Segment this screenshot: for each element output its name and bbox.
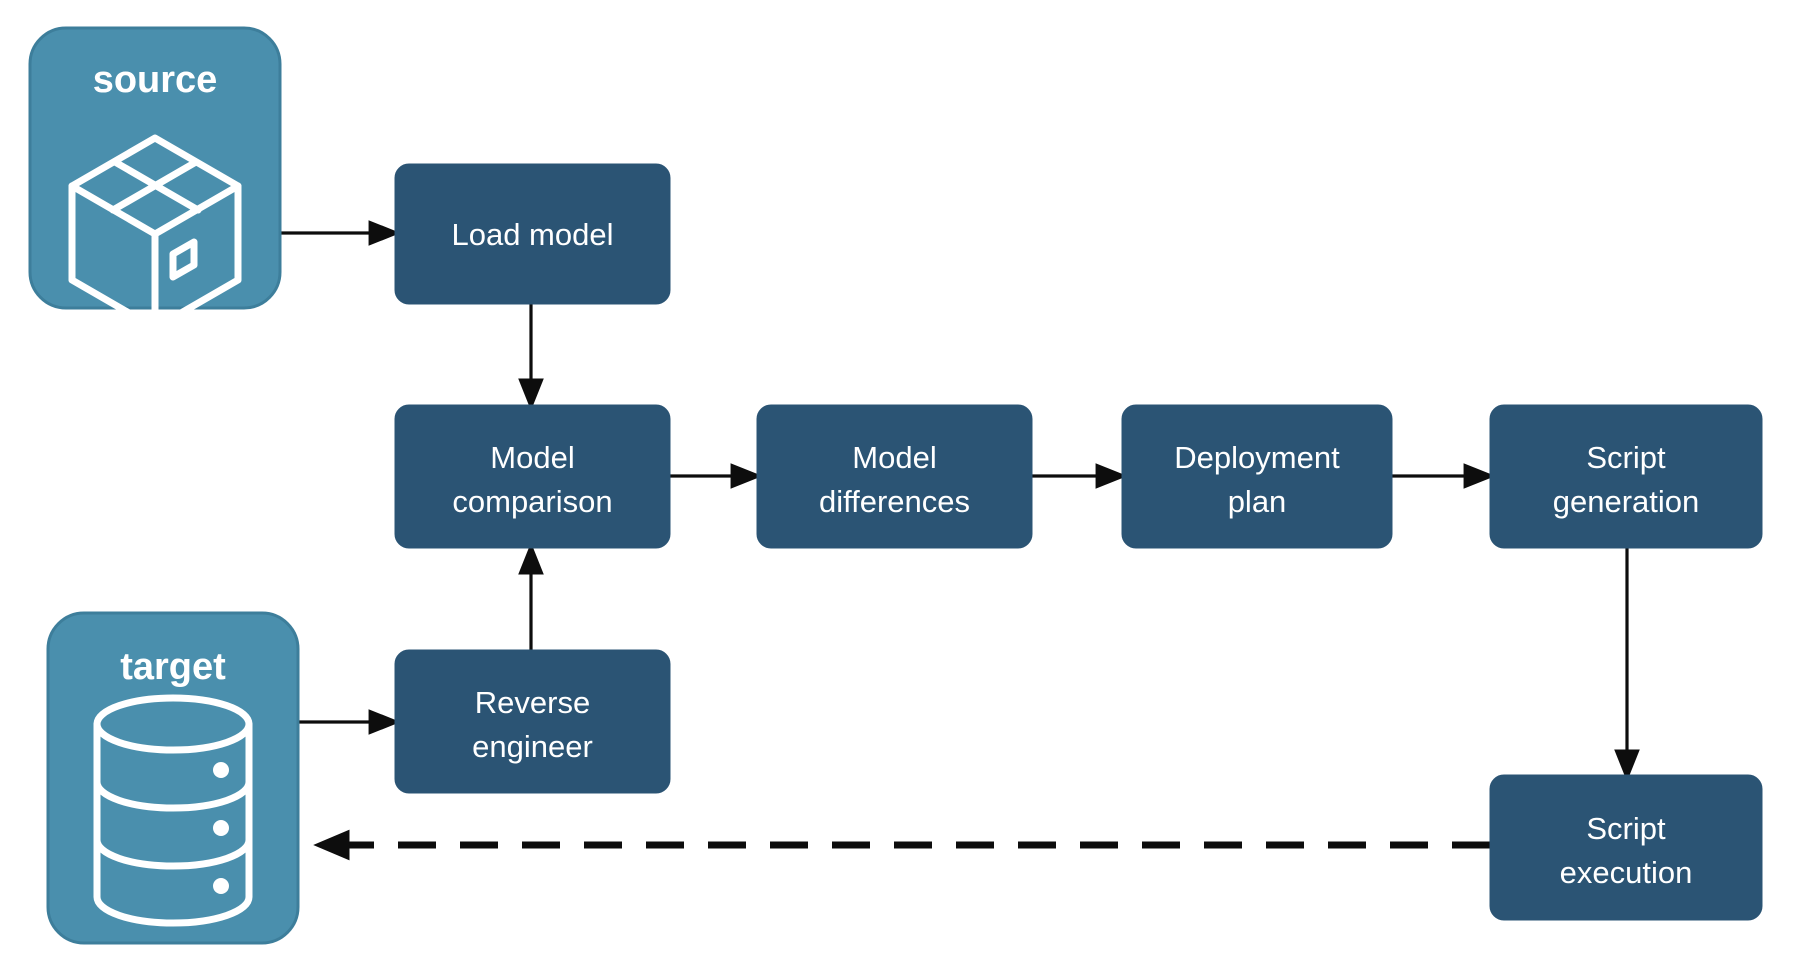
process-box-model-differences[interactable]: Model differences: [756, 404, 1033, 549]
process-box-script-generation[interactable]: Script generation: [1489, 404, 1763, 549]
package-box-icon: [68, 134, 242, 332]
target-card-background: [46, 611, 300, 945]
script-generation-background: [1489, 404, 1763, 549]
database-cylinder-icon: [93, 694, 253, 927]
reverse-engineer-background: [394, 649, 671, 794]
endpoint-card-source[interactable]: source: [28, 26, 282, 332]
deployment-plan-label-line-1: Deployment: [1174, 440, 1340, 475]
script-execution-label-line-2: execution: [1560, 855, 1693, 890]
database-dot-3: [213, 878, 229, 894]
process-box-model-comparison[interactable]: Model comparison: [394, 404, 671, 549]
reverse-engineer-label-line-2: engineer: [472, 729, 593, 764]
source-card-label: source: [93, 59, 218, 101]
database-dot-2: [213, 820, 229, 836]
model-differences-label-line-2: differences: [819, 484, 970, 519]
connector-layer: [280, 220, 1640, 861]
reverse-engineer-label-line-1: Reverse: [475, 685, 590, 720]
script-generation-label-line-2: generation: [1553, 484, 1700, 519]
script-execution-label-line-1: Script: [1586, 811, 1666, 846]
model-differences-background: [756, 404, 1033, 549]
model-comparison-label-line-1: Model: [490, 440, 574, 475]
deployment-plan-label-line-2: plan: [1228, 484, 1287, 519]
load-model-background: [394, 163, 671, 305]
load-model-label-line-1: Load model: [451, 217, 613, 252]
script-execution-background: [1489, 774, 1763, 921]
process-box-script-execution[interactable]: Script execution: [1489, 774, 1763, 921]
model-comparison-label-line-2: comparison: [452, 484, 612, 519]
process-box-deployment-plan[interactable]: Deployment plan: [1121, 404, 1393, 549]
deployment-plan-background: [1121, 404, 1393, 549]
process-box-reverse-engineer[interactable]: Reverse engineer: [394, 649, 671, 794]
endpoint-card-target[interactable]: target: [46, 611, 300, 945]
target-card-label: target: [120, 646, 226, 688]
model-comparison-background: [394, 404, 671, 549]
model-differences-label-line-1: Model: [852, 440, 936, 475]
database-dot-1: [213, 762, 229, 778]
process-box-load-model[interactable]: Load model: [394, 163, 671, 305]
script-generation-label-line-1: Script: [1586, 440, 1666, 475]
